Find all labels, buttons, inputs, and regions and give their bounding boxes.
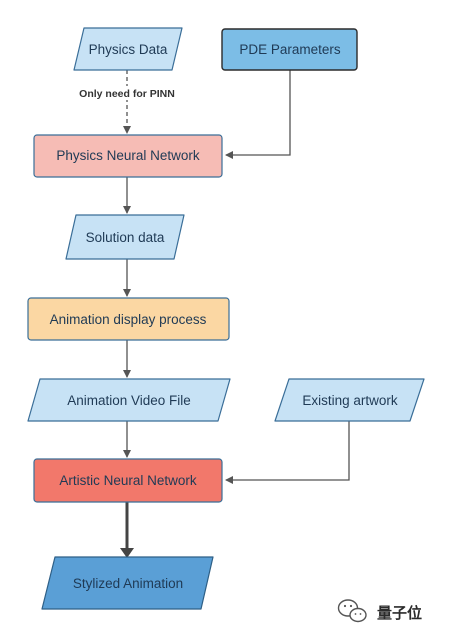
node-solution-data-label: Solution data — [86, 230, 165, 245]
node-physics-data-label: Physics Data — [89, 42, 168, 57]
edge-artwork-to-artistic — [225, 421, 350, 484]
node-stylized-animation: Stylized Animation — [41, 556, 214, 610]
node-pde-parameters-label: PDE Parameters — [239, 42, 341, 57]
wechat-icon — [337, 599, 367, 623]
node-pde-parameters: PDE Parameters — [221, 28, 358, 71]
node-artistic-neural-network: Artistic Neural Network — [33, 458, 223, 503]
node-solution-data: Solution data — [65, 214, 185, 260]
node-physics-neural-network: Physics Neural Network — [33, 134, 223, 178]
node-animation-display-process-label: Animation display process — [50, 312, 207, 327]
node-animation-video-file-label: Animation Video File — [67, 393, 191, 408]
node-animation-video-file: Animation Video File — [27, 378, 231, 422]
edge-pde-to-pnn — [225, 70, 291, 159]
node-stylized-animation-label: Stylized Animation — [73, 576, 183, 591]
watermark: 量子位 — [337, 599, 422, 623]
node-artistic-neural-network-label: Artistic Neural Network — [59, 473, 197, 488]
edge-label-bg — [70, 86, 184, 100]
node-physics-neural-network-label: Physics Neural Network — [56, 148, 200, 163]
node-physics-data: Physics Data — [73, 27, 183, 71]
node-existing-artwork-label: Existing artwork — [302, 393, 398, 408]
node-existing-artwork: Existing artwork — [274, 378, 425, 422]
watermark-text: 量子位 — [377, 604, 422, 622]
edge-artistic-to-stylized-arrowhead — [120, 548, 134, 558]
node-animation-display-process: Animation display process — [27, 297, 230, 341]
edge-label-only-need-for-pinn: Only need for PINN — [79, 88, 175, 100]
